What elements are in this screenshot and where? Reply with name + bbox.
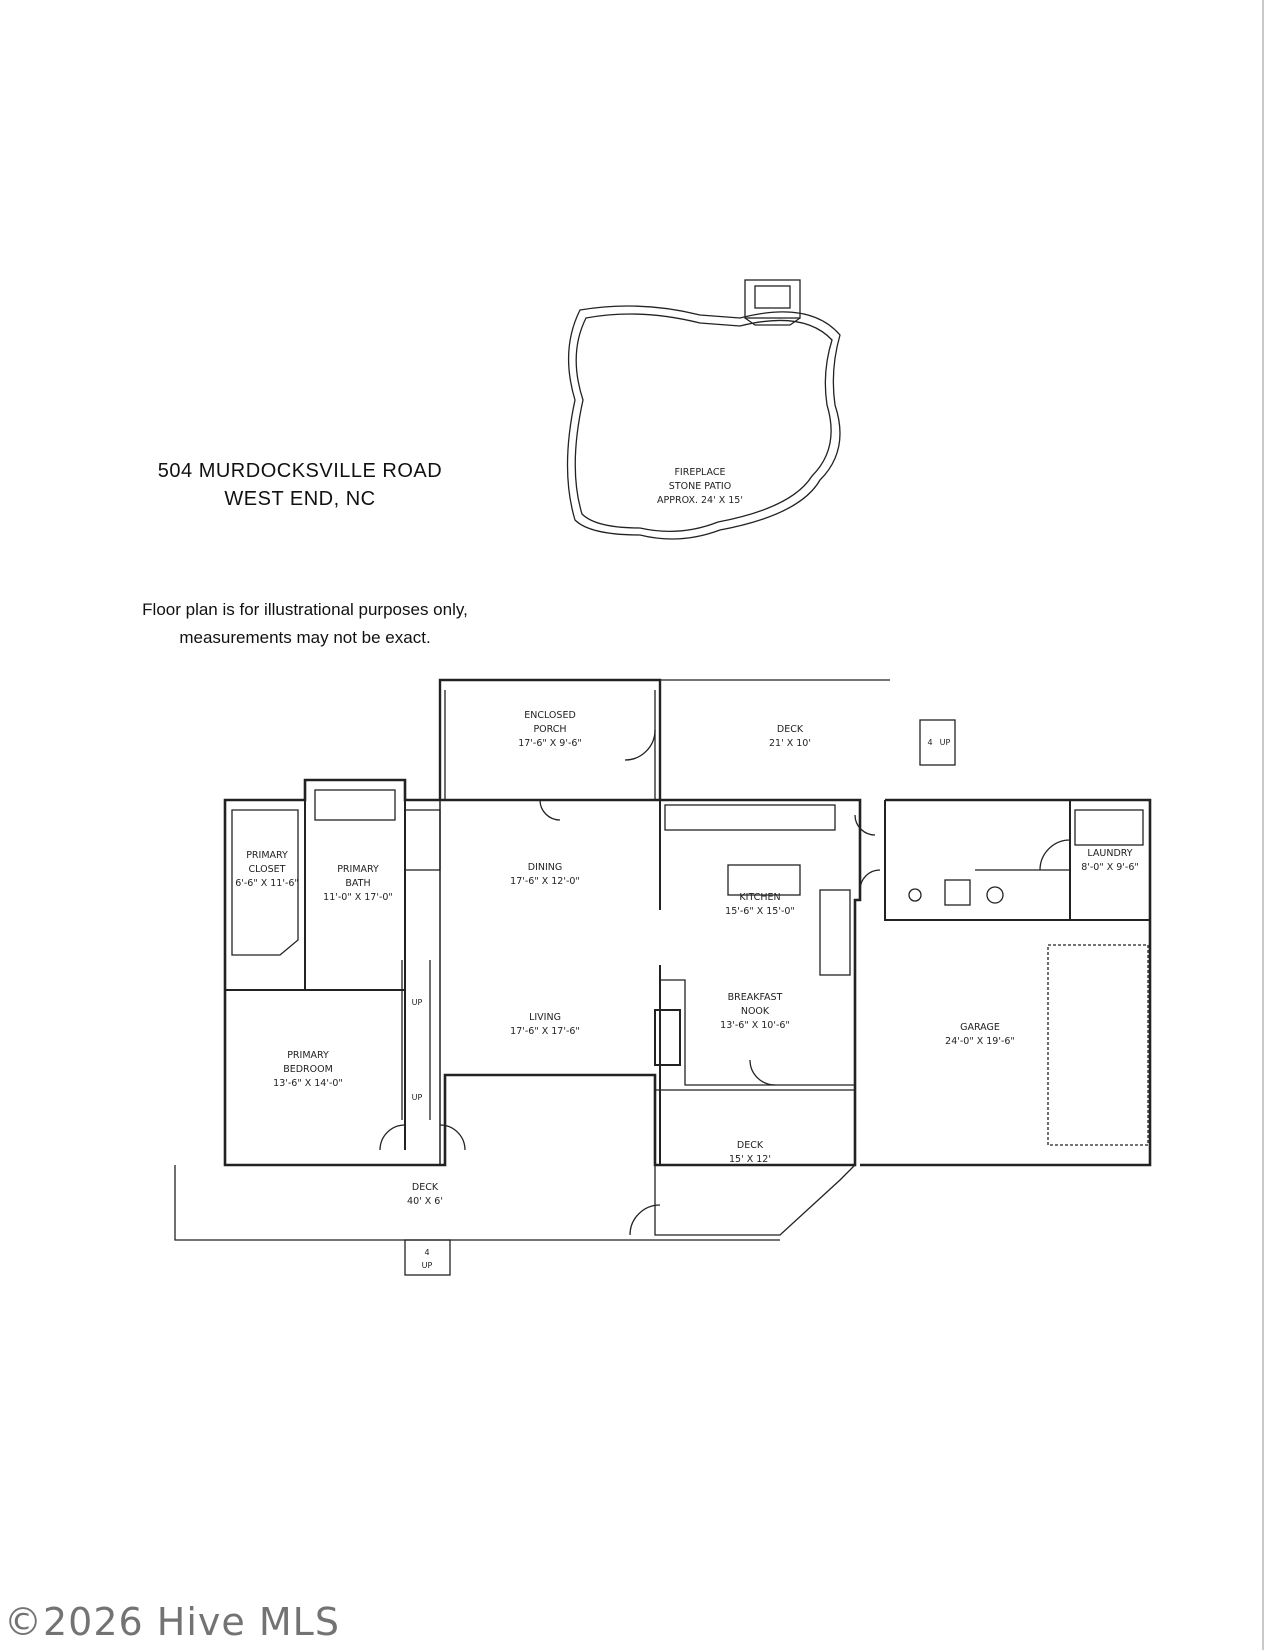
room-deck-bottom-dims: 40' X 6' — [407, 1196, 443, 1207]
room-breakfast-nook-dims: 13'-6" X 10'-6" — [720, 1020, 790, 1031]
page-edge — [1262, 0, 1264, 1650]
kitchen-island — [727, 864, 801, 896]
fireplace-icon — [744, 279, 801, 319]
room-deck-top-dims: 21' X 10' — [769, 738, 811, 749]
room-living-dims: 17'-6" X 17'-6" — [510, 1026, 580, 1037]
room-living-name: LIVING — [529, 1012, 561, 1023]
room-primary-bedroom-name1: PRIMARY — [287, 1050, 329, 1061]
stairs-count-top: 4 — [927, 738, 932, 747]
room-deck-top-name: DECK — [777, 724, 804, 735]
room-kitchen-dims: 15'-6" X 15'-0" — [725, 906, 795, 917]
room-breakfast-nook-name1: BREAKFAST — [728, 992, 783, 1003]
room-primary-bath-dims: 11'-0" X 17'-0" — [323, 892, 393, 903]
wall-main-outer — [223, 778, 862, 1167]
room-primary-bath-name2: BATH — [345, 878, 370, 889]
address-line-2: WEST END, NC — [224, 488, 376, 510]
deck-bottom-outline — [174, 1165, 780, 1241]
room-dining-dims: 17'-6" X 12'-0" — [510, 876, 580, 887]
room-primary-bedroom-name2: BEDROOM — [283, 1064, 333, 1075]
garage-door — [1047, 944, 1149, 1146]
room-dining-name: DINING — [528, 862, 563, 873]
patio-label-3: APPROX. 24' X 15' — [657, 495, 743, 506]
patio-label-2: STONE PATIO — [669, 481, 731, 492]
disclaimer-line-1: Floor plan is for illustrational purpose… — [142, 600, 468, 619]
copyright-watermark: ©2026 Hive MLS — [4, 1600, 340, 1644]
room-enclosed-porch-dims: 17'-6" X 9'-6" — [518, 738, 582, 749]
stairs-up-label-1: UP — [412, 998, 423, 1007]
room-deck-middle-name: DECK — [737, 1140, 764, 1151]
room-deck-bottom-name: DECK — [412, 1182, 439, 1193]
room-garage-dims: 24'-0" X 19'-6" — [945, 1036, 1015, 1047]
room-breakfast-nook-name2: NOOK — [741, 1006, 770, 1017]
stairs-up-label-2: UP — [412, 1093, 423, 1102]
wall-enclosed-porch — [438, 678, 662, 800]
room-kitchen-name: KITCHEN — [739, 892, 780, 903]
stairs-count-bottom: 4 — [424, 1248, 429, 1257]
room-laundry-dims: 8'-0" X 9'-6" — [1081, 862, 1139, 873]
patio-outline — [566, 305, 841, 540]
room-enclosed-porch-name2: PORCH — [533, 724, 566, 735]
stairs-up-label-top: UP — [940, 738, 951, 747]
room-primary-closet-dims: 6'-6" X 11'-6" — [235, 878, 299, 889]
fireplace-living — [654, 1009, 681, 1066]
room-enclosed-porch-name1: ENCLOSED — [524, 710, 576, 721]
stairs-up-label-bottom: UP — [422, 1261, 433, 1270]
address-line-1: 504 MURDOCKSVILLE ROAD — [157, 460, 443, 482]
stairs-interior — [401, 960, 431, 1120]
deck-middle-outline — [654, 1089, 856, 1236]
room-primary-bath-name1: PRIMARY — [337, 864, 379, 875]
room-primary-bedroom-dims: 13'-6" X 14'-0" — [273, 1078, 343, 1089]
room-deck-middle-dims: 15' X 12' — [729, 1154, 771, 1165]
room-primary-closet-name1: PRIMARY — [246, 850, 288, 861]
room-garage-name: GARAGE — [960, 1022, 1000, 1033]
room-laundry-name: LAUNDRY — [1087, 848, 1132, 859]
patio-label-1: FIREPLACE — [674, 467, 725, 478]
disclaimer-line-2: measurements may not be exact. — [179, 628, 431, 647]
room-primary-closet-name2: CLOSET — [249, 864, 286, 875]
